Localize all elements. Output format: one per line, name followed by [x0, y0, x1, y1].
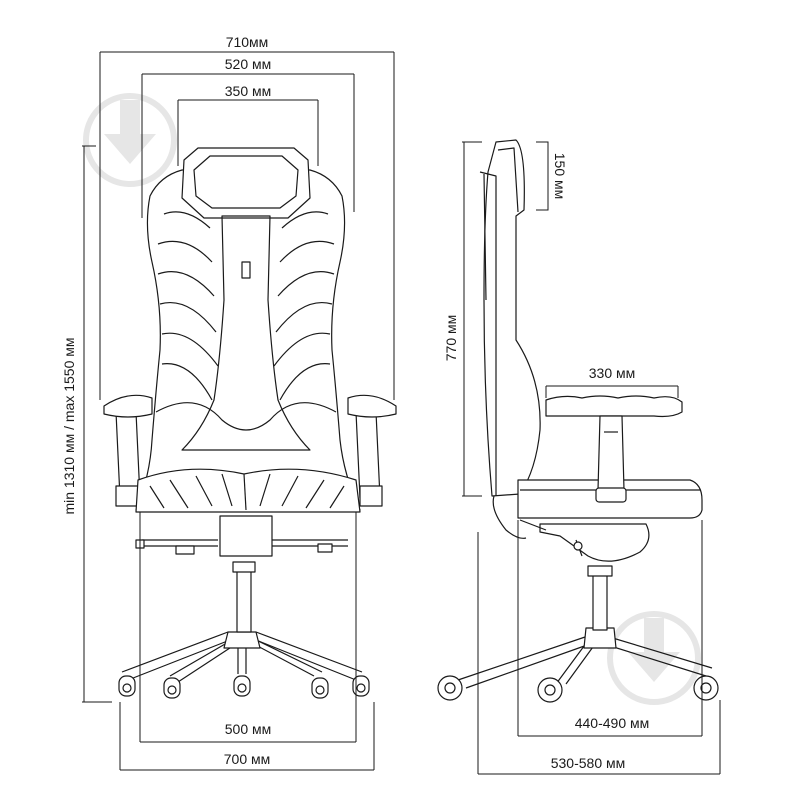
front-view-chair: [103, 147, 397, 699]
caster-wheel: [693, 675, 719, 701]
caster-wheel: [233, 675, 251, 697]
side-backrest: [479, 139, 541, 539]
front-height-range-label: min 1310 мм / max 1550 мм: [61, 337, 77, 514]
download-watermark-icon: [607, 611, 701, 705]
side-headrest-height-label: 150 мм: [552, 153, 568, 200]
caster-wheel: [118, 675, 136, 697]
dimension-labels: 710мм 520 мм 350 мм min 1310 мм / max 15…: [61, 34, 649, 771]
front-headrest-width-label: 350 мм: [225, 83, 272, 99]
download-watermark-icon: [83, 93, 177, 187]
caster-wheel: [311, 677, 329, 699]
caster-wheel: [537, 677, 563, 703]
front-base-width-label: 700 мм: [224, 751, 271, 767]
front-total-width-label: 710мм: [226, 34, 269, 50]
side-view-chair: [437, 139, 719, 703]
front-seat: [135, 468, 361, 513]
front-seat-width-label: 500 мм: [225, 721, 272, 737]
dimension-lines: [82, 51, 721, 775]
front-base: [118, 561, 370, 699]
side-back-height-label: 770 мм: [443, 315, 459, 362]
front-mechanism: [135, 515, 348, 557]
side-seat-range-label: 440-490 мм: [575, 715, 650, 731]
front-backrest: [135, 147, 361, 511]
caster-wheel: [163, 677, 181, 699]
side-seat-depth-label: 330 мм: [589, 365, 636, 381]
front-back-width-label: 520 мм: [225, 56, 272, 72]
caster-wheel: [437, 675, 463, 701]
side-armrest: [545, 395, 683, 503]
caster-wheel: [352, 675, 370, 697]
side-total-depth-label: 530-580 мм: [551, 755, 626, 771]
side-mechanism: [519, 519, 650, 562]
side-base: [437, 565, 719, 703]
front-armrests: [103, 394, 397, 507]
